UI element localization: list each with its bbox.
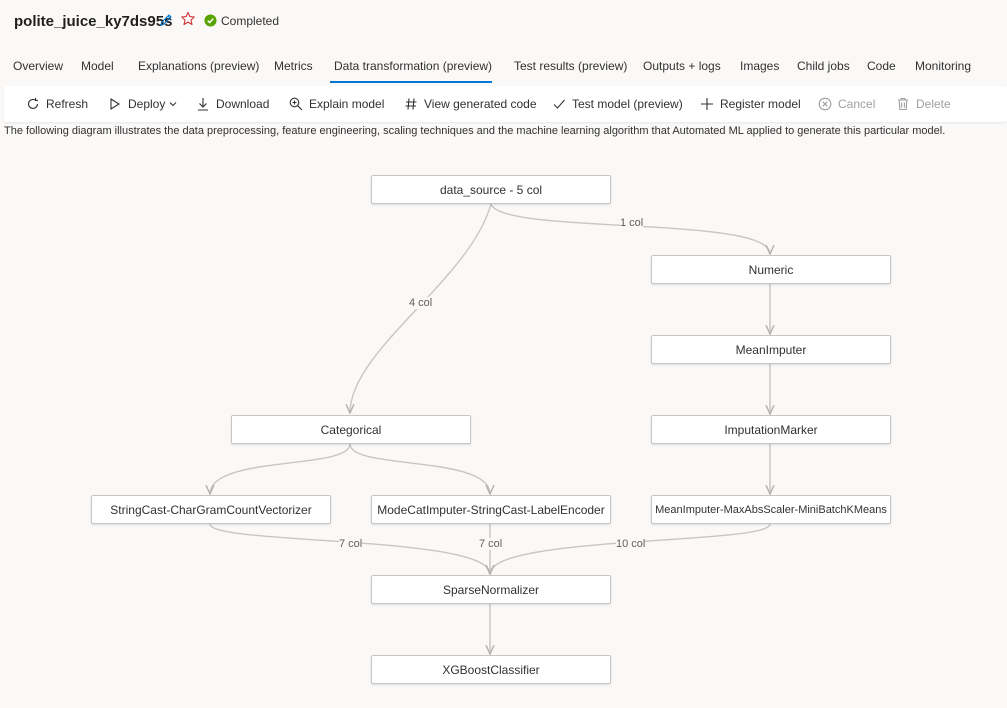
play-icon — [110, 98, 121, 110]
favorite-star-icon[interactable] — [180, 11, 196, 27]
tab-images[interactable]: Images — [740, 59, 780, 73]
node-mean-imputer[interactable]: MeanImputer — [651, 335, 891, 364]
completed-check-icon — [204, 14, 217, 27]
cancel-button[interactable]: Cancel — [818, 86, 875, 122]
tab-outputs-logs[interactable]: Outputs + logs — [643, 59, 721, 73]
command-bar: Refresh Deploy Download Explain model Vi… — [4, 86, 1007, 122]
tab-explanations[interactable]: Explanations (preview) — [138, 59, 260, 73]
test-model-button[interactable]: Test model (preview) — [552, 86, 683, 122]
job-title: polite_juice_ky7ds95s — [14, 13, 173, 30]
node-meanimputer-chain[interactable]: MeanImputer-MaxAbsScaler-MiniBatchKMeans — [651, 495, 891, 524]
cancel-circle-icon — [818, 97, 832, 111]
node-data-source[interactable]: data_source - 5 col — [371, 175, 611, 204]
deploy-label: Deploy — [128, 97, 166, 111]
node-numeric[interactable]: Numeric — [651, 255, 891, 284]
diagram-description: The following diagram illustrates the da… — [4, 125, 946, 137]
hash-icon — [405, 98, 417, 110]
register-model-button[interactable]: Register model — [700, 86, 801, 122]
download-button[interactable]: Download — [196, 86, 269, 122]
node-imputation-marker[interactable]: ImputationMarker — [651, 415, 891, 444]
tab-child-jobs[interactable]: Child jobs — [797, 59, 850, 73]
edit-pencil-icon[interactable] — [158, 12, 174, 28]
download-icon — [198, 98, 208, 111]
view-generated-code-button[interactable]: View generated code — [404, 86, 537, 122]
download-label: Download — [216, 97, 270, 111]
edge-label-4-col: 4 col — [409, 297, 433, 309]
tab-model[interactable]: Model — [81, 59, 114, 73]
plus-icon — [701, 98, 713, 110]
node-stringcast-chargram[interactable]: StringCast-CharGramCountVectorizer — [91, 495, 331, 524]
refresh-button[interactable]: Refresh — [26, 86, 88, 122]
edge-label-1-col: 1 col — [620, 217, 644, 229]
edge-label-7-col-chargram: 7 col — [339, 538, 363, 550]
chevron-down-icon — [170, 102, 177, 107]
job-header: polite_juice_ky7ds95s Completed — [0, 0, 1007, 42]
trash-icon — [898, 97, 908, 111]
node-xgboost-classifier[interactable]: XGBoostClassifier — [371, 655, 611, 684]
deploy-button[interactable]: Deploy — [108, 86, 177, 122]
edge-label-10-col: 10 col — [616, 538, 646, 550]
delete-button[interactable]: Delete — [896, 86, 951, 122]
register-model-label: Register model — [720, 97, 801, 111]
refresh-icon — [27, 98, 39, 109]
explain-model-label: Explain model — [309, 97, 385, 111]
status-text: Completed — [221, 14, 280, 28]
tab-test-results[interactable]: Test results (preview) — [514, 59, 628, 73]
delete-label: Delete — [916, 97, 951, 111]
explain-model-button[interactable]: Explain model — [289, 86, 384, 122]
zoom-in-icon — [289, 97, 303, 111]
checkmark-icon — [553, 99, 565, 109]
node-modecat-labelencoder[interactable]: ModeCatImputer-StringCast-LabelEncoder — [371, 495, 611, 524]
view-generated-code-label: View generated code — [424, 97, 537, 111]
tab-monitoring[interactable]: Monitoring — [915, 59, 972, 73]
tab-code[interactable]: Code — [867, 59, 896, 73]
edge-label-7-col-labelencoder: 7 col — [479, 538, 503, 550]
node-categorical[interactable]: Categorical — [231, 415, 471, 444]
node-sparse-normalizer[interactable]: SparseNormalizer — [371, 575, 611, 604]
edge-categorical-labelencoder — [349, 443, 490, 494]
tab-overview[interactable]: Overview — [13, 59, 64, 73]
cancel-label: Cancel — [838, 97, 876, 111]
active-tab-indicator — [330, 81, 492, 83]
refresh-label: Refresh — [46, 97, 89, 111]
test-model-label: Test model (preview) — [572, 97, 683, 111]
edge-categorical-chargram — [210, 443, 351, 494]
tab-bar: Overview Model Explanations (preview) Me… — [0, 52, 1007, 83]
edge-datasource-numeric — [490, 203, 770, 254]
tab-data-transformation[interactable]: Data transformation (preview) — [334, 59, 493, 73]
tab-metrics[interactable]: Metrics — [274, 59, 313, 73]
